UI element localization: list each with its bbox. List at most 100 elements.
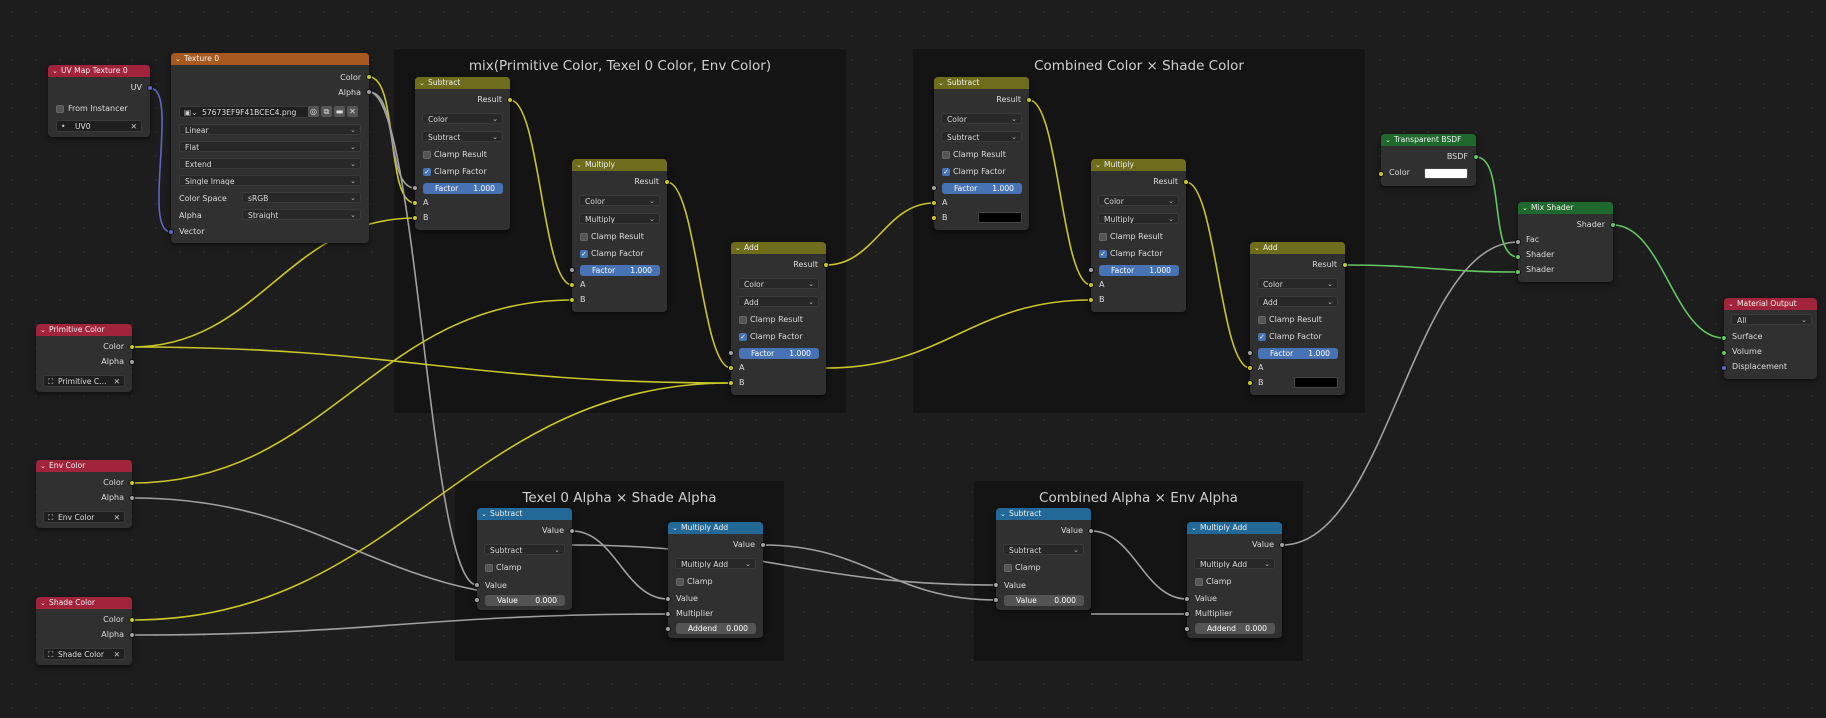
collapse-icon[interactable]: ⌄ <box>1254 244 1260 252</box>
color-b-swatch[interactable] <box>978 212 1022 223</box>
alpha-mode-dropdown[interactable]: Straight⌄ <box>242 209 361 220</box>
blend-mode-dropdown[interactable]: Multiply⌄ <box>579 213 660 224</box>
node-header[interactable]: ⌄Multiply <box>572 159 667 171</box>
node-header[interactable]: ⌄Material Output <box>1724 298 1817 310</box>
node-header[interactable]: ⌄UV Map Texture 0 <box>48 65 150 77</box>
socket-madd2-addend-input[interactable] <box>1184 626 1190 632</box>
socket-msub2-value-output[interactable] <box>1088 528 1094 534</box>
node-link-0[interactable] <box>149 87 172 233</box>
collapse-icon[interactable]: ⌄ <box>1095 161 1101 169</box>
socket-add1-factor-input[interactable] <box>728 350 734 356</box>
clamp-result-checkbox[interactable] <box>1258 316 1266 324</box>
collapse-icon[interactable]: ⌄ <box>481 510 487 518</box>
collapse-icon[interactable]: ⌄ <box>1522 204 1528 212</box>
node-header[interactable]: ⌄Add <box>731 242 826 254</box>
socket-texture-color-output[interactable] <box>366 74 372 80</box>
socket-add1-b-input[interactable] <box>728 380 734 386</box>
node-header[interactable]: ⌄Transparent BSDF <box>1381 134 1476 146</box>
clamp-checkbox[interactable] <box>485 564 493 572</box>
clamp-factor-checkbox[interactable]: ✓ <box>580 250 588 258</box>
socket-mix-shader-fac-input[interactable] <box>1515 239 1521 245</box>
node-math-multiply-add-2[interactable]: ⌄Multiply Add Value Multiply Add⌄ Clamp … <box>1187 522 1282 638</box>
data-type-dropdown[interactable]: Color⌄ <box>941 113 1022 124</box>
node-material-output[interactable]: ⌄Material Output All⌄ Surface Volume Dis… <box>1724 298 1817 379</box>
socket-mix-shader-output[interactable] <box>1610 222 1616 228</box>
clamp-result-checkbox[interactable] <box>739 316 747 324</box>
socket-uv-output[interactable] <box>147 85 153 91</box>
clear-icon[interactable]: ✕ <box>130 122 137 131</box>
node-header[interactable]: ⌄Mix Shader <box>1518 202 1613 214</box>
node-mix-subtract-1[interactable]: ⌄Subtract Result Color⌄ Subtract⌄ Clamp … <box>415 77 510 230</box>
socket-msub2-value2-input[interactable] <box>993 597 999 603</box>
open-folder-icon[interactable]: ▬ <box>334 106 345 117</box>
socket-add1-a-input[interactable] <box>728 365 734 371</box>
collapse-icon[interactable]: ⌄ <box>576 161 582 169</box>
uv-map-field[interactable]: •UV0✕ <box>56 120 142 132</box>
socket-env-color-output[interactable] <box>129 480 135 486</box>
operation-dropdown[interactable]: Multiply Add⌄ <box>1194 558 1275 569</box>
socket-add2-factor-input[interactable] <box>1247 350 1253 356</box>
socket-msub1-value-input[interactable] <box>474 582 480 588</box>
node-header[interactable]: ⌄Env Color <box>36 460 132 472</box>
image-icon[interactable]: ▣⌄ <box>184 108 198 117</box>
unlink-icon[interactable]: ✕ <box>347 106 358 117</box>
collapse-icon[interactable]: ⌄ <box>1000 510 1006 518</box>
color-swatch[interactable] <box>1424 168 1468 179</box>
duplicate-icon[interactable]: ⧉ <box>321 106 332 117</box>
node-header[interactable]: ⌄Multiply <box>1091 159 1186 171</box>
socket-madd1-value-input[interactable] <box>665 596 671 602</box>
socket-madd2-value-output[interactable] <box>1279 542 1285 548</box>
attribute-field[interactable]: ⛶Primitive C...✕ <box>43 375 125 387</box>
collapse-icon[interactable]: ⌄ <box>1728 300 1734 308</box>
socket-env-alpha-output[interactable] <box>129 495 135 501</box>
socket-mul2-a-input[interactable] <box>1088 282 1094 288</box>
socket-sub2-b-input[interactable] <box>931 215 937 221</box>
operation-dropdown[interactable]: Multiply Add⌄ <box>675 558 756 569</box>
attribute-field[interactable]: ⛶Shade Color✕ <box>43 648 125 660</box>
clamp-result-checkbox[interactable] <box>1099 233 1107 241</box>
extension-dropdown[interactable]: Extend⌄ <box>179 158 361 169</box>
socket-msub2-value-input[interactable] <box>993 582 999 588</box>
data-type-dropdown[interactable]: Color⌄ <box>1098 195 1179 206</box>
node-link-16[interactable] <box>1344 264 1519 273</box>
attribute-field[interactable]: ⛶Env Color✕ <box>43 511 125 523</box>
socket-texture-alpha-output[interactable] <box>366 89 372 95</box>
data-type-dropdown[interactable]: Color⌄ <box>738 278 819 289</box>
socket-sub2-result-output[interactable] <box>1026 97 1032 103</box>
data-type-dropdown[interactable]: Color⌄ <box>422 113 503 124</box>
clamp-factor-checkbox[interactable]: ✓ <box>1099 250 1107 258</box>
node-mix-add-2[interactable]: ⌄Add Result Color⌄ Add⌄ Clamp Result ✓ C… <box>1250 242 1345 395</box>
blend-mode-dropdown[interactable]: Multiply⌄ <box>1098 213 1179 224</box>
collapse-icon[interactable]: ⌄ <box>40 462 46 470</box>
socket-sub2-factor-input[interactable] <box>931 185 937 191</box>
socket-add2-result-output[interactable] <box>1342 262 1348 268</box>
color-space-dropdown[interactable]: sRGB⌄ <box>242 192 361 203</box>
socket-transparent-bsdf-output[interactable] <box>1473 154 1479 160</box>
node-header[interactable]: ⌄Subtract <box>415 77 510 89</box>
clamp-checkbox[interactable] <box>1195 578 1203 586</box>
node-mix-subtract-2[interactable]: ⌄Subtract Result Color⌄ Subtract⌄ Clamp … <box>934 77 1029 230</box>
collapse-icon[interactable]: ⌄ <box>1385 136 1391 144</box>
operation-dropdown[interactable]: Subtract⌄ <box>484 544 565 555</box>
image-field[interactable]: ▣⌄57673EF9F41BCEC4.png <box>179 106 309 118</box>
socket-msub1-value2-input[interactable] <box>474 597 480 603</box>
collapse-icon[interactable]: ⌄ <box>419 79 425 87</box>
node-mix-multiply-1[interactable]: ⌄Multiply Result Color⌄ Multiply⌄ Clamp … <box>572 159 667 312</box>
clamp-result-checkbox[interactable] <box>423 151 431 159</box>
socket-mix-shader-1-input[interactable] <box>1515 254 1521 260</box>
socket-sub2-a-input[interactable] <box>931 200 937 206</box>
collapse-icon[interactable]: ⌄ <box>40 599 46 607</box>
data-type-dropdown[interactable]: Color⌄ <box>579 195 660 206</box>
clear-icon[interactable]: ✕ <box>113 513 120 522</box>
node-math-multiply-add-1[interactable]: ⌄Multiply Add Value Multiply Add⌄ Clamp … <box>668 522 763 638</box>
clamp-checkbox[interactable] <box>676 578 684 586</box>
node-math-subtract-2[interactable]: ⌄Subtract Value Subtract⌄ Clamp Value Va… <box>996 508 1091 610</box>
socket-madd1-multiplier-input[interactable] <box>665 611 671 617</box>
socket-madd2-multiplier-input[interactable] <box>1184 611 1190 617</box>
node-header[interactable]: ⌄Multiply Add <box>1187 522 1282 534</box>
socket-surface-input[interactable] <box>1721 335 1727 341</box>
